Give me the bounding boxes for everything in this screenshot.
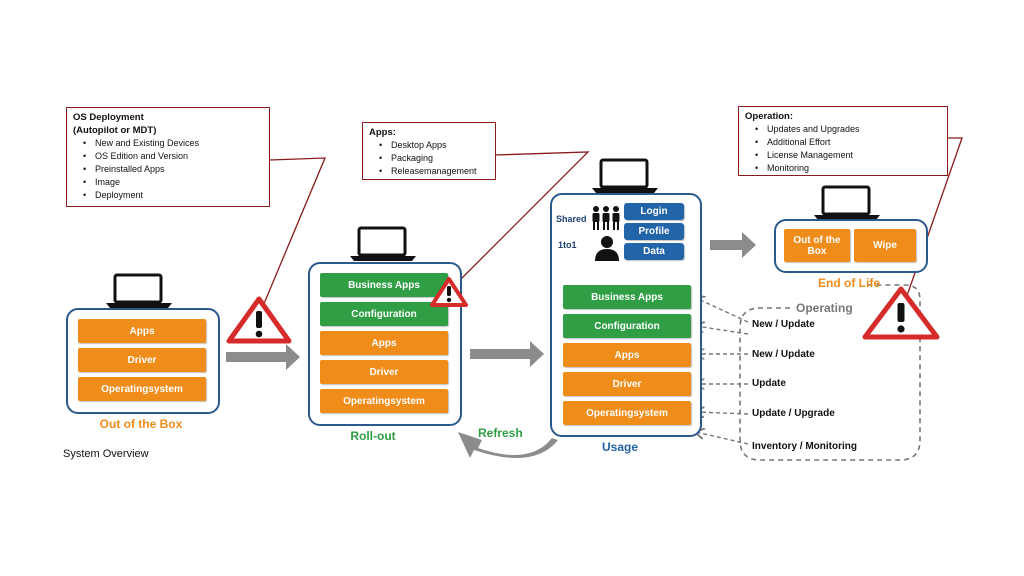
out-of-box-box-line1: Out of the [793,234,841,246]
apps-callout-title: Apps: [369,127,396,138]
apps-callout: Apps: Desktop Apps Packaging Releasemana… [362,122,496,180]
layer-apps: Apps [563,343,691,367]
operation-callout: Operation: Updates and Upgrades Addition… [738,106,948,176]
operating-label: Update [752,378,786,389]
layer-operatingsystem: Operatingsystem [563,401,691,425]
out-of-box-box-line2: Box [807,245,827,257]
usage-caption: Usage [601,440,639,454]
list-item: Image [83,176,263,189]
end-of-life-caption: End of Life [818,276,880,290]
people-group-icon [592,206,620,230]
end-of-life-stack: Out of the Box Wipe [774,219,928,273]
rollout-stack: Business Apps Configuration Apps Driver … [308,262,462,426]
layer-apps: Apps [78,319,206,343]
layer-driver: Driver [563,372,691,396]
shared-label: Shared [556,214,587,224]
list-item: Additional Effort [755,136,941,149]
os-callout-title: OS Deployment [73,112,144,123]
list-item: Deployment [83,189,263,202]
layer-operatingsystem: Operatingsystem [78,377,206,401]
profile-box: Profile [624,223,684,240]
os-callout-subtitle: (Autopilot or MDT) [73,125,157,136]
layer-driver: Driver [320,360,448,384]
list-item: Monitoring [755,162,941,175]
dashed-arrow-icon [696,326,749,335]
laptop-icon [106,273,172,308]
dashed-arrow-icon [696,298,749,323]
list-item: License Management [755,149,941,162]
operating-label: Inventory / Monitoring [752,441,857,452]
warning-icon [430,277,468,307]
layer-business-apps: Business Apps [563,285,691,309]
refresh-arrow-icon [458,432,558,458]
operating-title: Operating [796,301,853,315]
person-icon [595,236,619,261]
laptop-icon [350,226,416,261]
laptop-icon [592,158,658,193]
dashed-arrow-icon [696,412,749,414]
list-item: Releasemanagement [379,165,489,178]
layer-configuration: Configuration [563,314,691,338]
one-to-one-label: 1to1 [558,240,577,250]
operating-label: Update / Upgrade [752,408,835,419]
warning-icon [226,296,292,344]
os-deployment-callout: OS Deployment (Autopilot or MDT) New and… [66,107,270,207]
layer-driver: Driver [78,348,206,372]
list-item: Packaging [379,152,489,165]
right-arrow-icon [470,341,544,367]
rollout-caption: Roll-out [350,429,396,443]
system-overview-caption: System Overview [63,448,149,460]
os-callout-connector [257,157,326,319]
list-item: Preinstalled Apps [83,163,263,176]
list-item: OS Edition and Version [83,150,263,163]
apps-callout-connector [447,151,590,293]
list-item: Desktop Apps [379,139,489,152]
layer-apps: Apps [320,331,448,355]
operating-label: New / Update [752,319,815,330]
out-of-box-stack: Apps Driver Operatingsystem [66,308,220,414]
out-of-box-box: Out of the Box [784,229,850,262]
laptop-icon [814,185,880,220]
list-item: Updates and Upgrades [755,123,941,136]
out-of-box-caption: Out of the Box [99,417,183,431]
right-arrow-icon [710,232,756,258]
operating-dashed-loop [739,284,921,461]
list-item: New and Existing Devices [83,137,263,150]
dashed-arrow-icon [696,432,749,445]
usage-stack: Shared 1to1 Login Profile Data Business … [550,193,702,437]
right-arrow-icon [226,344,300,370]
data-box: Data [624,243,684,260]
layer-configuration: Configuration [320,302,448,326]
layer-operatingsystem: Operatingsystem [320,389,448,413]
wipe-box: Wipe [854,229,916,262]
warning-icon [862,286,940,340]
operating-label: New / Update [752,349,815,360]
login-box: Login [624,203,684,220]
operation-callout-title: Operation: [745,111,794,122]
refresh-label: Refresh [478,426,523,440]
layer-business-apps: Business Apps [320,273,448,297]
